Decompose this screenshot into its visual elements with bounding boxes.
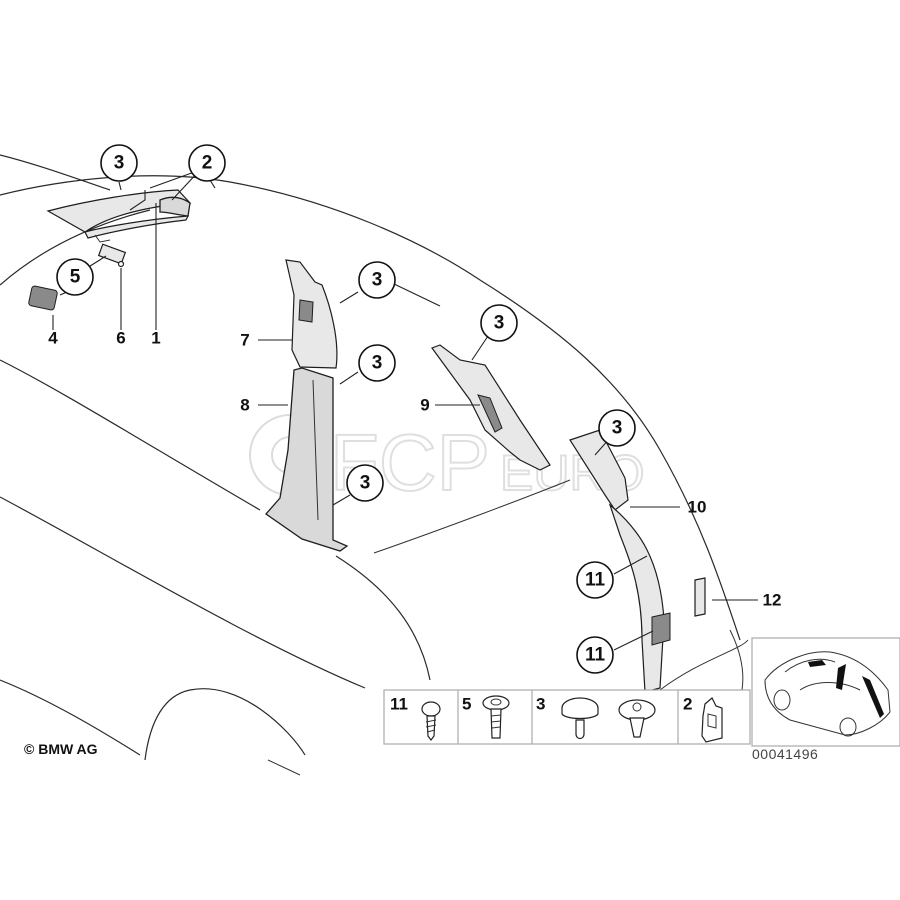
callout-number: 3: [612, 418, 623, 439]
part-8-b-pillar-lower: [265, 367, 349, 552]
trim-clip-tree-icon: [618, 699, 656, 738]
diagram-reference-number: 00041496: [752, 746, 818, 762]
part-1-a-pillar-trim: [46, 189, 192, 243]
part-9-c-pillar-trim: [431, 344, 551, 471]
legend-number: 11: [390, 695, 408, 714]
self-tapping-screw-icon: [421, 701, 441, 741]
legend-number: 3: [536, 695, 545, 714]
leader-lines: [52, 169, 758, 651]
callout-c11-upper[interactable]: 11: [576, 561, 614, 599]
callout-c3-d[interactable]: 3: [598, 409, 636, 447]
part-10-rear-pillar-trim: [569, 429, 671, 693]
label-8[interactable]: 8: [240, 396, 249, 415]
label-12[interactable]: 12: [763, 591, 782, 610]
callout-c3-c[interactable]: 3: [480, 304, 518, 342]
legend-item-11[interactable]: 11: [390, 695, 441, 741]
legend-item-5[interactable]: 5: [462, 695, 510, 739]
flange-screw-icon: [482, 695, 510, 739]
vehicle-body-outline: [0, 154, 749, 776]
callout-c3-top[interactable]: 3: [100, 144, 138, 182]
label-4[interactable]: 4: [48, 329, 58, 348]
label-6[interactable]: 6: [116, 329, 125, 348]
legend-item-2[interactable]: 2: [683, 695, 723, 743]
callout-number: 5: [70, 267, 81, 288]
part-4-badge: [28, 285, 58, 311]
callout-c5[interactable]: 5: [56, 258, 94, 296]
legend-number: 5: [462, 695, 471, 714]
car-overview-icon: [764, 651, 891, 737]
callout-number: 3: [372, 353, 383, 374]
callout-number: 2: [202, 153, 213, 174]
spring-clip-icon: [701, 697, 723, 743]
label-10[interactable]: 10: [688, 498, 707, 517]
fastener-legend: 11 5 3: [383, 689, 751, 745]
copyright-text: © BMW AG: [24, 741, 98, 757]
callout-number: 3: [360, 473, 371, 494]
label-7[interactable]: 7: [240, 331, 249, 350]
callout-c3-b-upper[interactable]: 3: [358, 261, 396, 299]
callout-number: 11: [585, 570, 606, 591]
trim-clip-round-icon: [561, 697, 599, 740]
part-6-bracket: [97, 243, 127, 268]
label-1[interactable]: 1: [151, 329, 160, 348]
callout-c3-b-mid[interactable]: 3: [358, 344, 396, 382]
callout-number: 11: [585, 645, 606, 666]
legend-number: 2: [683, 695, 692, 714]
callout-number: 3: [494, 313, 505, 334]
part-7-b-pillar-upper: [285, 259, 338, 369]
callout-number: 3: [114, 153, 125, 174]
vehicle-thumbnail[interactable]: [751, 637, 900, 747]
callout-c2-top[interactable]: 2: [188, 144, 226, 182]
legend-item-3[interactable]: 3: [536, 695, 656, 740]
part-12-clip-holder: [694, 577, 706, 617]
callout-c11-lower[interactable]: 11: [576, 636, 614, 674]
callout-number: 3: [372, 270, 383, 291]
callout-c3-b-lower[interactable]: 3: [346, 464, 384, 502]
label-9[interactable]: 9: [420, 396, 429, 415]
